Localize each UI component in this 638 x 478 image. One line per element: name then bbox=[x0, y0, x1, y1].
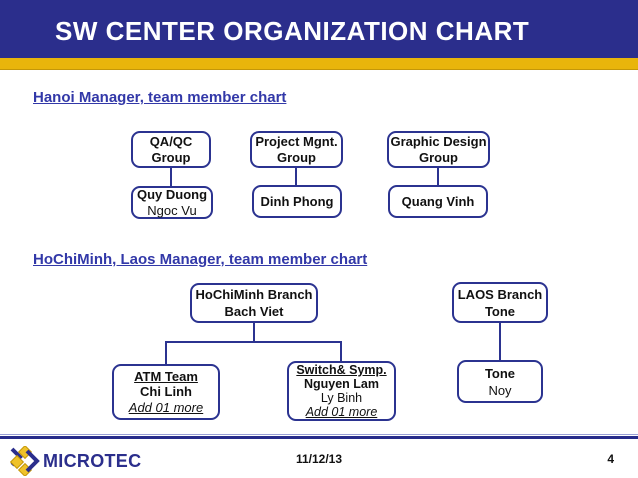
org-box-atm-team: ATM Team Chi Linh Add 01 more bbox=[112, 364, 220, 420]
connector-line bbox=[295, 168, 297, 186]
org-box-line: Dinh Phong bbox=[260, 193, 334, 209]
connector-line bbox=[437, 168, 439, 186]
connector-line bbox=[165, 341, 342, 343]
org-box-line: Ngoc Vu bbox=[147, 202, 197, 218]
connector-line bbox=[340, 341, 342, 361]
org-box-line: QA/QC bbox=[149, 134, 193, 149]
org-box-line: ATM Team bbox=[134, 368, 198, 384]
org-box-line: Group bbox=[419, 149, 458, 165]
org-box-tone-noy: Tone Noy bbox=[457, 360, 543, 403]
slide-page-number: 4 bbox=[607, 452, 614, 466]
footer-divider-navy bbox=[0, 436, 638, 439]
org-box-line: Group bbox=[277, 149, 316, 165]
connector-line bbox=[165, 341, 167, 364]
connector-line bbox=[170, 168, 172, 186]
microtec-logo-text: MICROTEC bbox=[43, 450, 142, 471]
org-box-line: Quang Vinh bbox=[401, 193, 475, 209]
org-box-quy-duong: Quy Duong Ngoc Vu bbox=[131, 186, 213, 219]
org-box-switch-symp: Switch& Symp. Nguyen Lam Ly Binh Add 01 … bbox=[287, 361, 396, 421]
org-box-line: Noy bbox=[488, 382, 512, 398]
org-box-line: HoChiMinh Branch bbox=[195, 287, 313, 302]
org-box-quang-vinh: Quang Vinh bbox=[388, 185, 488, 218]
footer-divider-light bbox=[0, 434, 638, 435]
slide-date: 11/12/13 bbox=[295, 452, 343, 466]
org-box-laos-branch: LAOS Branch Tone bbox=[452, 282, 548, 323]
org-box-line: LAOS Branch bbox=[457, 286, 543, 302]
org-box-line: Nguyen Lam bbox=[303, 377, 379, 391]
org-box-line: Add 01 more bbox=[128, 399, 204, 415]
connector-line bbox=[499, 323, 501, 360]
org-box-line: Quy Duong bbox=[136, 187, 208, 202]
slide-title: SW CENTER ORGANIZATION CHART bbox=[55, 15, 530, 46]
section-heading-hanoi: Hanoi Manager, team member chart bbox=[33, 89, 287, 106]
gold-stripe-divider bbox=[0, 58, 638, 70]
org-box-graphic-design-group: Graphic Design Group bbox=[387, 131, 490, 168]
microtec-diamonds-icon bbox=[9, 444, 40, 478]
connector-line bbox=[253, 323, 255, 341]
section-heading-hochiminh-laos: HoChiMinh, Laos Manager, team member cha… bbox=[33, 251, 368, 268]
microtec-logo: MICROTEC bbox=[9, 444, 142, 478]
org-box-project-mgnt-group: Project Mgnt. Group bbox=[250, 131, 343, 168]
org-box-dinh-phong: Dinh Phong bbox=[252, 185, 342, 218]
org-box-line: Bach Viet bbox=[224, 304, 284, 319]
org-box-line: Group bbox=[151, 149, 191, 165]
org-box-qaqc-group: QA/QC Group bbox=[131, 131, 211, 168]
org-box-line: Ly Binh bbox=[320, 391, 363, 405]
org-box-line: Chi Linh bbox=[140, 384, 192, 400]
org-box-hochiminh-branch: HoChiMinh Branch Bach Viet bbox=[190, 283, 318, 323]
org-box-line: Tone bbox=[484, 303, 516, 319]
org-box-line: Tone bbox=[484, 365, 516, 381]
org-box-line: Graphic Design bbox=[390, 134, 487, 149]
org-box-line: Switch& Symp. bbox=[296, 363, 387, 377]
title-banner: SW CENTER ORGANIZATION CHART bbox=[0, 0, 638, 58]
org-box-line: Add 01 more bbox=[305, 405, 378, 419]
org-box-line: Project Mgnt. bbox=[255, 134, 338, 149]
